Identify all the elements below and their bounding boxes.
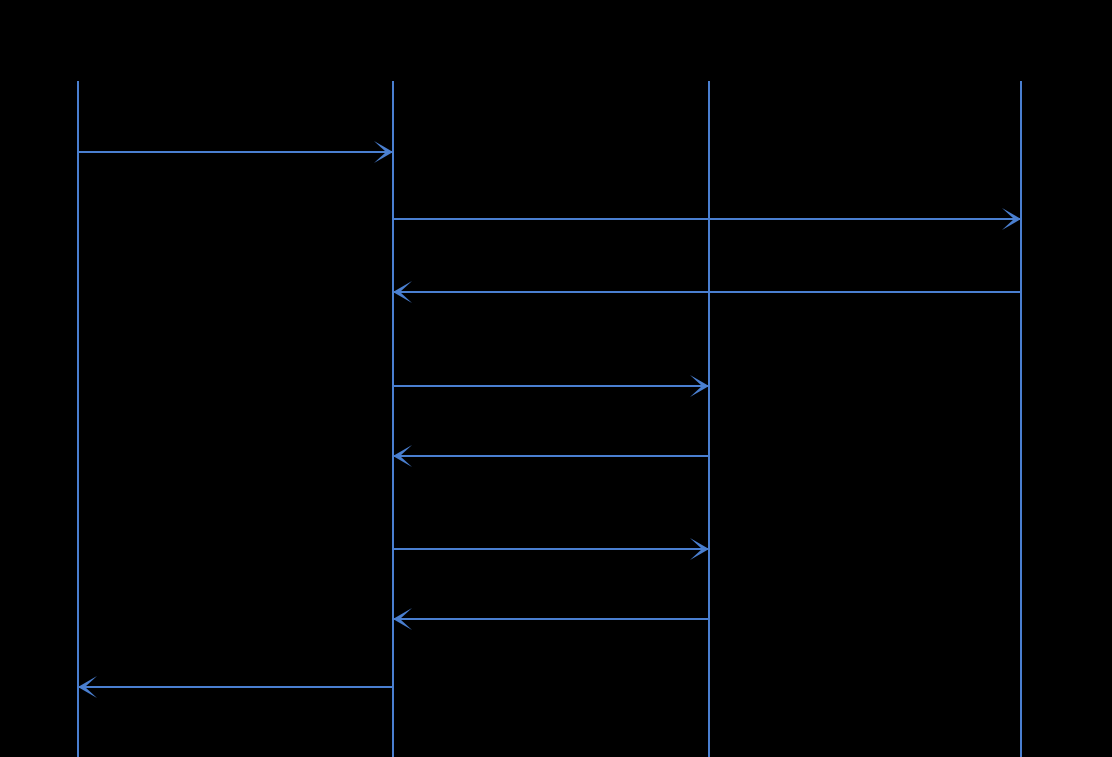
- arrowhead-3: [393, 281, 412, 303]
- messages-layer: [78, 141, 1021, 698]
- arrowhead-6: [690, 538, 709, 560]
- arrowhead-5: [393, 445, 412, 467]
- arrowhead-8: [78, 676, 97, 698]
- message-5[interactable]: [393, 445, 709, 467]
- arrowhead-4: [690, 375, 709, 397]
- arrowhead-2: [1002, 208, 1021, 230]
- arrowhead-7: [393, 608, 412, 630]
- message-8[interactable]: [78, 676, 393, 698]
- message-3[interactable]: [393, 281, 1021, 303]
- lifelines-layer: [77, 81, 1022, 757]
- arrowhead-1: [374, 141, 393, 163]
- message-6[interactable]: [393, 538, 709, 560]
- message-7[interactable]: [393, 608, 709, 630]
- message-4[interactable]: [393, 375, 709, 397]
- message-1[interactable]: [78, 141, 393, 163]
- message-2[interactable]: [393, 208, 1021, 230]
